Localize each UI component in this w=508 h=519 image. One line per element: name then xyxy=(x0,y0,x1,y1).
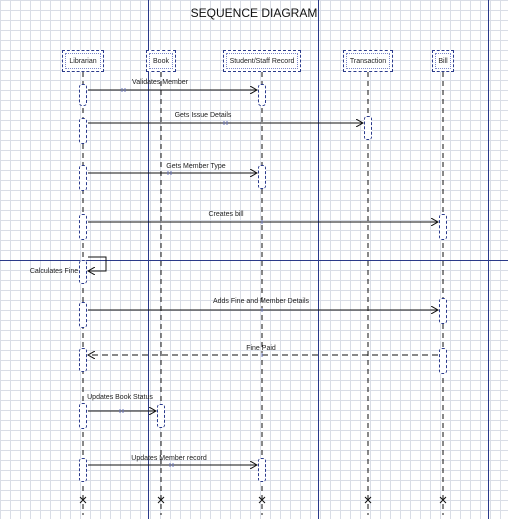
lifeline-bill: Bill xyxy=(432,50,454,72)
destroy-mark xyxy=(364,496,372,504)
message-label: Creates bill xyxy=(208,211,244,218)
page-guide-vertical xyxy=(148,0,149,519)
activation-bar xyxy=(157,404,165,428)
activation-bar xyxy=(79,458,87,482)
activation-bar xyxy=(439,348,447,374)
destroy-mark xyxy=(157,496,165,504)
activation-bar xyxy=(439,298,447,324)
message-label: Updates Book Status xyxy=(87,394,153,401)
message-label: Calculates Fine xyxy=(29,268,79,275)
activation-bar xyxy=(258,165,266,189)
destroy-mark xyxy=(79,496,87,504)
activation-bar xyxy=(439,214,447,240)
self-message-arrow xyxy=(88,256,107,271)
lifeline-student-staff-record: Student/Staff Record xyxy=(223,50,301,72)
destroy-mark xyxy=(439,496,447,504)
message-label: Gets Issue Details xyxy=(174,112,232,119)
lifeline-librarian: Librarian xyxy=(62,50,104,72)
destroy-mark xyxy=(258,496,266,504)
page-guide-vertical xyxy=(488,0,489,519)
message-label: Adds Fine and Member Details xyxy=(212,298,310,305)
activation-bar xyxy=(258,458,266,482)
page-guide-vertical xyxy=(318,0,319,519)
message-label: Updates Member record xyxy=(131,455,207,462)
message-label: Fine Paid xyxy=(246,345,276,352)
activation-bar xyxy=(79,348,87,372)
activation-bar xyxy=(79,118,87,144)
activation-bar xyxy=(258,84,266,106)
message-label: Validates Member xyxy=(132,79,188,86)
activation-bar xyxy=(364,116,372,140)
activation-bar xyxy=(79,214,87,240)
activation-bar xyxy=(79,302,87,328)
message-label: Gets Member Type xyxy=(166,163,226,170)
lifeline-book: Book xyxy=(146,50,176,72)
activation-bar xyxy=(79,403,87,429)
activation-bar xyxy=(79,165,87,191)
diagram-title: SEQUENCE DIAGRAM xyxy=(190,6,318,20)
lifeline-transaction: Transaction xyxy=(343,50,393,72)
page-guide-horizontal xyxy=(0,260,508,261)
activation-bar xyxy=(79,260,87,284)
activation-bar xyxy=(79,84,87,106)
